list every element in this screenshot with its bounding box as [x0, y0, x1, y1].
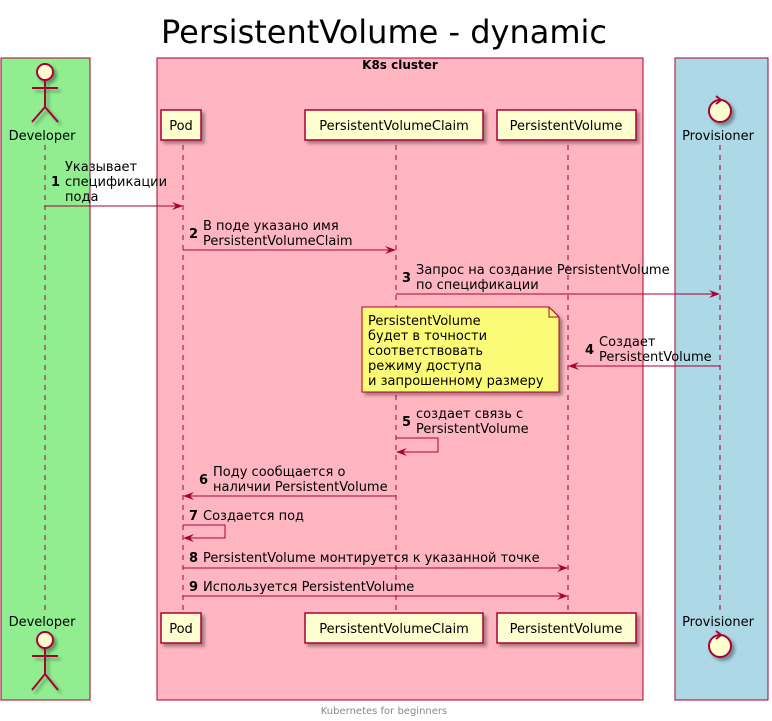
- message-8-label: PersistentVolume монтируется к указанной…: [203, 551, 540, 566]
- message-2-arrowhead: [385, 246, 396, 254]
- message-4-label-line2: PersistentVolume: [599, 350, 712, 365]
- pv-label-bottom: PersistentVolume: [510, 622, 623, 637]
- pod-label-bottom: Pod: [169, 622, 193, 637]
- message-4-label-line1: Создает: [599, 335, 656, 350]
- note-line1: PersistentVolume: [368, 314, 481, 329]
- message-1-label-line2: спецификации: [65, 175, 167, 190]
- provisioner-control-icon-bottom: [708, 630, 732, 658]
- pv-participant-bottom: [496, 612, 637, 644]
- message-3-label-line2: по спецификации: [416, 278, 539, 293]
- message-3-arrowhead: [709, 290, 720, 298]
- message-1-label-line3: пода: [65, 190, 98, 205]
- message-5-number: 5: [402, 415, 411, 430]
- message-8-arrowhead: [557, 564, 568, 572]
- message-9-label: Используется PersistentVolume: [203, 580, 414, 595]
- k8s-cluster-label: K8s cluster: [362, 58, 438, 72]
- pv-label-top: PersistentVolume: [510, 119, 623, 134]
- message-5-arrow: [396, 437, 439, 453]
- message-5-arrowhead: [396, 448, 407, 456]
- pod-label-top: Pod: [169, 119, 193, 134]
- provisioner-label-top: Provisioner: [682, 129, 755, 144]
- note-line2: будет в точности: [368, 329, 487, 344]
- pvc-label-bottom: PersistentVolumeClaim: [319, 622, 469, 637]
- message-2-label-line1: В поде указано имя: [203, 219, 339, 234]
- message-5-label-line1: создает связь с: [416, 407, 523, 422]
- message-2-label-line2: PersistentVolumeClaim: [203, 234, 353, 249]
- pvc-participant-top: [304, 109, 484, 141]
- provisioner-box: [674, 57, 769, 701]
- message-6-arrowhead: [183, 492, 194, 500]
- message-8-number: 8: [189, 551, 198, 566]
- footer: Kubernetes for beginners: [321, 706, 448, 717]
- message-1-arrowhead: [172, 202, 183, 210]
- developer-actor-icon: [31, 63, 59, 123]
- message-3-label-line1: Запрос на создание PersistentVolume: [416, 263, 670, 278]
- message-9-number: 9: [189, 580, 198, 595]
- provisioner-label-bottom: Provisioner: [682, 615, 755, 630]
- message-4-arrowhead: [568, 362, 579, 370]
- developer-actor-icon-bottom: [31, 631, 59, 691]
- message-2-number: 2: [189, 227, 198, 242]
- message-7-label: Создается под: [203, 509, 304, 524]
- provisioner-control-icon: [708, 95, 732, 123]
- pvc-participant-bottom: [304, 612, 484, 644]
- message-7-number: 7: [189, 509, 198, 524]
- pod-participant-top: [160, 109, 202, 141]
- note-line4: режиму доступа: [368, 359, 482, 374]
- message-1-number: 1: [51, 175, 60, 190]
- message-6-number: 6: [199, 473, 208, 488]
- developer-label-top: Developer: [9, 129, 77, 144]
- message-7-arrowhead: [183, 534, 194, 542]
- message-6-label-line2: наличии PersistentVolume: [213, 480, 388, 495]
- pvc-label-top: PersistentVolumeClaim: [319, 119, 469, 134]
- message-9-arrowhead: [557, 592, 568, 600]
- note-line3: соответствовать: [368, 344, 483, 359]
- message-5-label-line2: PersistentVolume: [416, 422, 529, 437]
- pod-participant-bottom: [160, 612, 202, 644]
- message-3-number: 3: [402, 271, 411, 286]
- note: [361, 306, 560, 393]
- message-6-label-line1: Поду сообщается о: [213, 465, 345, 480]
- note-line5: и запрошенному размеру: [368, 374, 544, 389]
- message-7-arrow: [183, 524, 226, 539]
- message-4-number: 4: [585, 343, 594, 358]
- message-1-label-line1: Указывает: [65, 160, 138, 175]
- diagram-title: PersistentVolume - dynamic: [161, 13, 607, 51]
- developer-label-bottom: Developer: [9, 615, 77, 630]
- pv-participant-top: [496, 109, 637, 141]
